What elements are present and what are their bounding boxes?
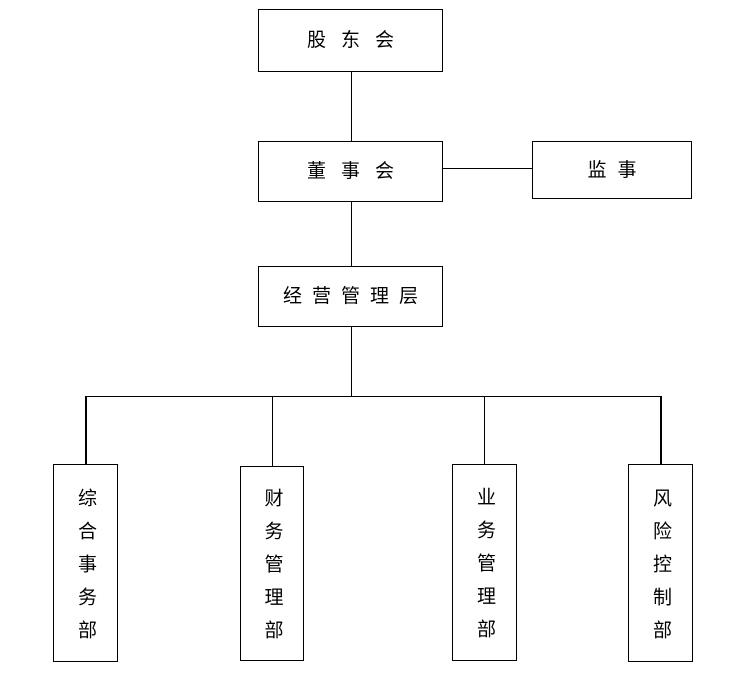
node-management-label: 经营管理层 <box>282 285 428 307</box>
edge-branch-finance-line <box>271 396 273 466</box>
node-dept-general-affairs: 综合事务部 <box>53 464 118 662</box>
edge-board-management-line <box>350 201 352 266</box>
edge-board-supervisor-line <box>443 167 532 169</box>
node-dept-finance-management-label: 财务管理部 <box>261 488 284 653</box>
node-shareholders-label: 股东会 <box>306 29 409 51</box>
edge-shareholders-board-line <box>350 71 352 141</box>
node-dept-business-management: 业务管理部 <box>452 464 517 661</box>
edge-departments-rail-line <box>85 395 661 397</box>
node-board-of-directors: 董事会 <box>258 141 443 202</box>
node-dept-risk-control-label: 风险控制部 <box>650 487 672 653</box>
node-board-label: 董事会 <box>306 160 409 182</box>
edge-branch-business-line <box>483 396 485 465</box>
node-dept-risk-control: 风险控制部 <box>628 464 693 662</box>
node-shareholders-meeting: 股东会 <box>258 9 443 72</box>
node-dept-business-management-label: 业务管理部 <box>474 487 496 652</box>
node-dept-finance-management: 财务管理部 <box>240 466 304 661</box>
edge-branch-risk-line <box>660 396 662 465</box>
node-supervisor-label: 监事 <box>587 158 648 181</box>
edge-management-stem-line <box>350 326 352 396</box>
node-management-layer: 经营管理层 <box>258 266 443 327</box>
node-dept-general-affairs-label: 综合事务部 <box>75 487 97 653</box>
edge-branch-general-affairs-line <box>85 396 87 465</box>
node-supervisor: 监事 <box>532 141 692 199</box>
